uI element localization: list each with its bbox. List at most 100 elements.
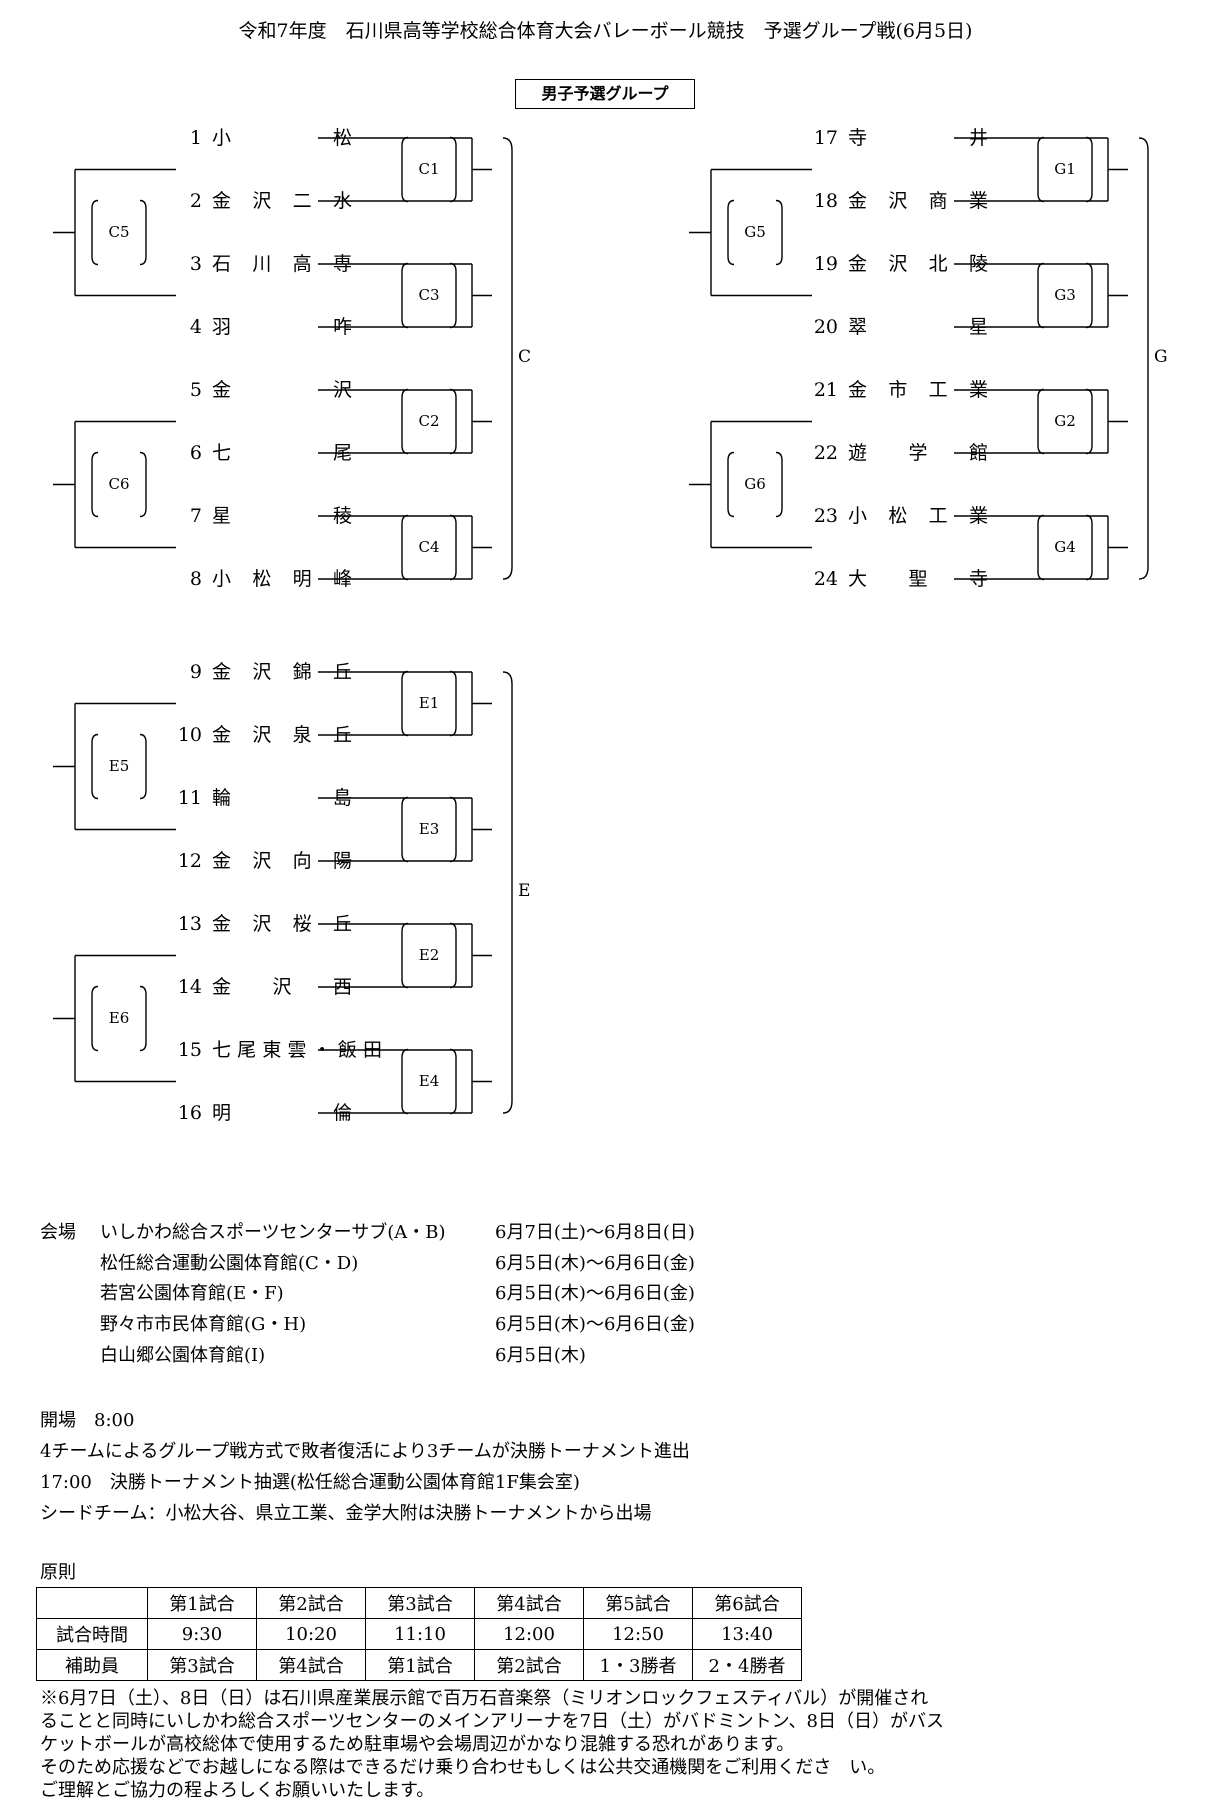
team-name: 七尾東雲・飯田 xyxy=(212,1039,382,1061)
match-label: E4 xyxy=(418,1071,440,1090)
semi-label: G6 xyxy=(744,474,766,493)
team-name: 小松工業 xyxy=(848,505,988,527)
team-row: 7 星稜 xyxy=(176,503,546,529)
note-line: ることと同時にいしかわ総合スポーツセンターのメインアリーナを7日（土）がバドミン… xyxy=(40,1711,944,1732)
note-line: ※6月7日（土）、8日（日）は石川県産業展示館で百万石音楽祭（ミリオンロックフェ… xyxy=(40,1688,929,1709)
table-cell: 1・3勝者 xyxy=(583,1649,693,1681)
team-number: 16 xyxy=(177,1102,202,1124)
team-name: 星稜 xyxy=(212,505,352,527)
team-name: 金沢泉丘 xyxy=(212,724,352,746)
team-number: 20 xyxy=(813,316,838,338)
team-name: 金沢桜丘 xyxy=(212,913,352,935)
table-cell: 9:30 xyxy=(147,1618,257,1650)
match-label: C3 xyxy=(418,285,440,304)
note-line: ケットボールが高校総体で使用するため駐車場や会場周辺がかなり混雑する恐れがありま… xyxy=(40,1734,795,1755)
team-number: 12 xyxy=(177,850,202,872)
team-name: 寺井 xyxy=(848,127,988,149)
match-label: C4 xyxy=(418,537,440,556)
team-number: 24 xyxy=(813,568,838,590)
match-label: E1 xyxy=(418,693,440,712)
semi-bracket xyxy=(91,985,99,1052)
table-cell: 第4試合 xyxy=(256,1649,366,1681)
team-number: 15 xyxy=(177,1039,202,1061)
team-name: 金沢二水 xyxy=(212,190,352,212)
semi-bracket xyxy=(139,199,147,266)
table-cell: 11:10 xyxy=(365,1618,475,1650)
semi-bracket xyxy=(91,733,99,800)
semi-bracket xyxy=(139,451,147,518)
venue-dates: 6月7日(土)～6月8日(日) xyxy=(495,1222,695,1243)
semi-bracket xyxy=(139,985,147,1052)
team-row: 18 金沢商業 xyxy=(812,188,1182,214)
semi-bracket xyxy=(91,451,99,518)
team-number: 7 xyxy=(189,505,202,527)
table-cell: 補助員 xyxy=(36,1649,148,1681)
semi-label: E6 xyxy=(108,1008,130,1027)
venue-place: 松任総合運動公園体育館(C・D) xyxy=(100,1253,359,1274)
team-name: 輪島 xyxy=(212,787,352,809)
venue-dates: 6月5日(木)～6月6日(金) xyxy=(495,1253,695,1274)
table-cell: 試合時間 xyxy=(36,1618,148,1650)
group-brace xyxy=(1138,137,1149,580)
table-cell: 第3試合 xyxy=(147,1649,257,1681)
table-header-cell: 第5試合 xyxy=(583,1587,693,1619)
match-label: G3 xyxy=(1054,285,1076,304)
table-cell: 2・4勝者 xyxy=(692,1649,802,1681)
info-line: 4チームによるグループ戦方式で敗者復活により3チームが決勝トーナメント進出 xyxy=(40,1441,690,1462)
note-line: そのため応援などでお越しになる際はできるだけ乗り合わせもしくは公共交通機関をご利… xyxy=(40,1757,886,1778)
team-name: 金沢向陽 xyxy=(212,850,352,872)
venue-dates: 6月5日(木)～6月6日(金) xyxy=(495,1314,695,1335)
venue-dates: 6月5日(木)～6月6日(金) xyxy=(495,1283,695,1304)
semi-bracket xyxy=(91,199,99,266)
team-number: 4 xyxy=(189,316,202,338)
table-cell: 12:00 xyxy=(474,1618,584,1650)
match-label: C2 xyxy=(418,411,440,430)
table-cell: 第1試合 xyxy=(365,1649,475,1681)
team-number: 18 xyxy=(813,190,838,212)
group-label: E xyxy=(518,880,531,901)
team-row: 5 金沢 xyxy=(176,377,546,403)
team-number: 14 xyxy=(177,976,202,998)
match-label: G2 xyxy=(1054,411,1076,430)
bracket-lines xyxy=(53,136,1149,1115)
table-cell: 13:40 xyxy=(692,1618,802,1650)
team-number: 21 xyxy=(813,379,838,401)
team-name: 七尾 xyxy=(212,442,352,464)
team-row: 21 金市工業 xyxy=(812,377,1182,403)
match-label: E2 xyxy=(418,945,440,964)
team-number: 23 xyxy=(813,505,838,527)
note-line: ご理解とご協力の程よろしくお願いいたします。 xyxy=(40,1780,435,1801)
team-number: 3 xyxy=(189,253,202,275)
venue-place: 若宮公園体育館(E・F) xyxy=(100,1283,284,1304)
group-brace xyxy=(502,671,513,1114)
team-number: 2 xyxy=(189,190,202,212)
team-name: 大聖寺 xyxy=(848,568,988,590)
table-row: 補助員 第3試合 第4試合 第1試合 第2試合 1・3勝者 2・4勝者 xyxy=(36,1649,802,1681)
match-label: G4 xyxy=(1054,537,1076,556)
team-name: 金市工業 xyxy=(848,379,988,401)
info-line: シードチーム：小松大谷、県立工業、金学大附は決勝トーナメントから出場 xyxy=(40,1503,652,1524)
table-cell: 10:20 xyxy=(256,1618,366,1650)
semi-label: C6 xyxy=(108,474,130,493)
team-number: 1 xyxy=(189,127,202,149)
team-number: 5 xyxy=(189,379,202,401)
team-name: 金沢 xyxy=(212,379,352,401)
match-label: E3 xyxy=(418,819,440,838)
info-line: 17:00 決勝トーナメント抽選(松任総合運動公園体育館1F集会室) xyxy=(40,1472,580,1493)
team-name: 小松明峰 xyxy=(212,568,352,590)
semi-bracket xyxy=(139,733,147,800)
team-number: 22 xyxy=(813,442,838,464)
team-name: 金沢商業 xyxy=(848,190,988,212)
semi-bracket xyxy=(775,199,783,266)
